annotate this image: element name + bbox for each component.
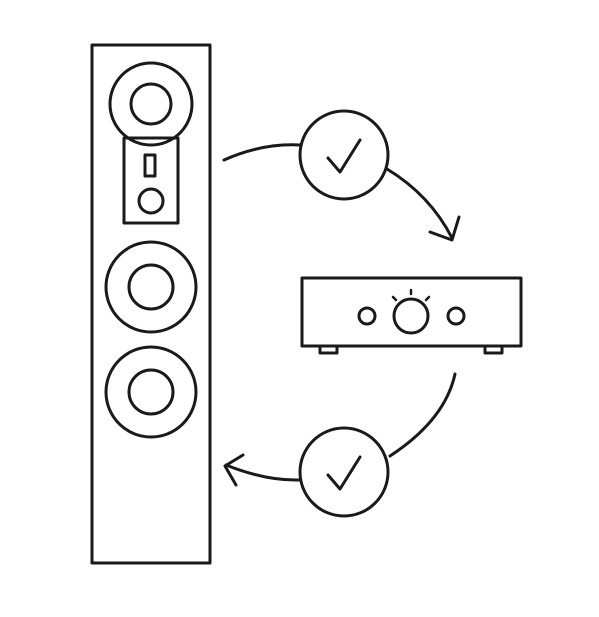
speaker-tweeter-driver — [108, 61, 194, 147]
speaker-switch — [143, 153, 157, 178]
amplifier-right-button — [446, 306, 466, 326]
checkmark-circle-icon-bottom — [298, 426, 390, 518]
amplifier-icon — [300, 276, 523, 355]
amplifier-foot-left — [318, 344, 339, 355]
arrowhead-left — [223, 453, 245, 487]
speaker-mid-driver — [104, 240, 198, 334]
checkmark-circle-icon-top — [298, 109, 390, 201]
curved-arrow-icon-bottom — [223, 372, 457, 487]
checkmark-glyph — [326, 138, 362, 174]
amplifier-left-button — [357, 306, 377, 326]
arrowhead-down — [428, 215, 461, 242]
speaker-cabinet — [90, 43, 212, 565]
floor-speaker-icon — [90, 43, 212, 565]
speaker-control-panel — [122, 136, 180, 225]
amplifier-foot-right — [483, 344, 504, 355]
amplifier-volume-knob — [392, 297, 430, 335]
speaker-woofer-driver — [104, 345, 198, 439]
amplifier-body — [300, 276, 523, 348]
knob-indicator-rays — [391, 288, 431, 302]
checkmark-glyph — [326, 455, 362, 491]
curved-arrow-icon-top — [222, 143, 461, 242]
speaker-knob — [137, 187, 165, 215]
